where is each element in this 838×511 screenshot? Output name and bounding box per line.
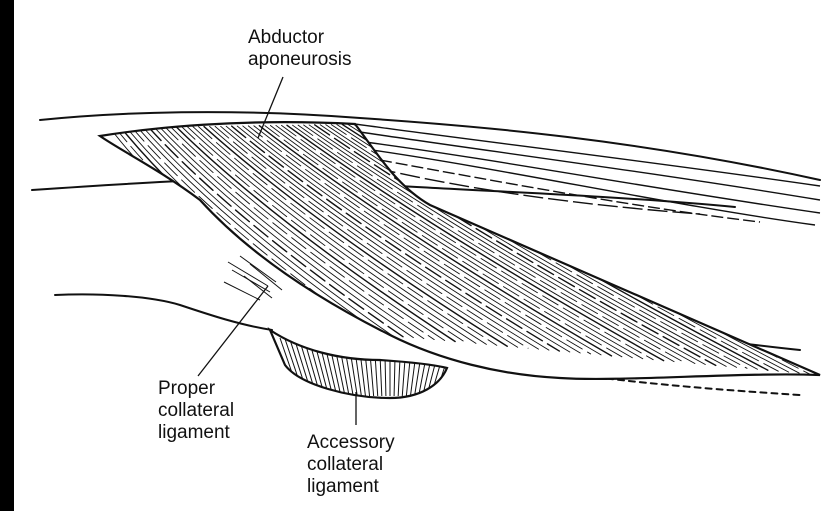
leader-proper-collateral [198,286,268,376]
label-line: Accessory [307,432,395,454]
label-abductor-aponeurosis: Abductor aponeurosis [248,27,352,71]
label-line: collateral [307,454,395,476]
label-line: Abductor [248,27,352,49]
label-line: aponeurosis [248,49,352,71]
label-proper-collateral-ligament: Proper collateral ligament [158,378,234,444]
aponeurosis-fibers [100,122,820,379]
label-line: Proper [158,378,234,400]
label-line: collateral [158,400,234,422]
label-line: ligament [307,476,395,498]
label-line: ligament [158,422,234,444]
label-accessory-collateral-ligament: Accessory collateral ligament [307,432,395,498]
